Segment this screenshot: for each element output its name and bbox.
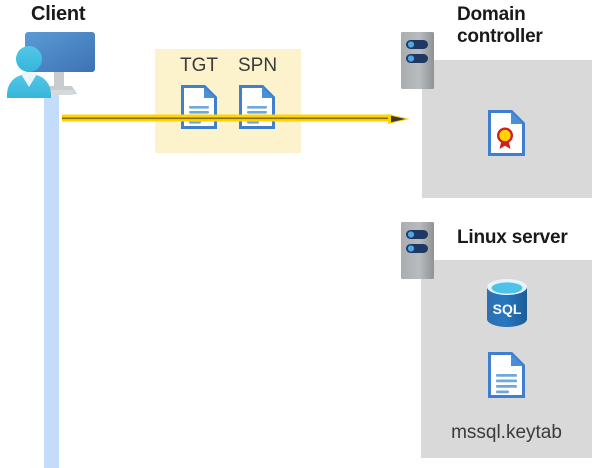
tgt-label: TGT: [180, 55, 218, 76]
linux-server-title: Linux server: [457, 227, 568, 248]
client-lifeline: [44, 92, 59, 468]
sql-database-icon: SQL: [484, 278, 530, 328]
request-arrow: [62, 111, 410, 124]
linux-server-rack-icon: [401, 222, 434, 279]
sql-icon-label: SQL: [493, 301, 522, 317]
domain-controller-title: Domain controller: [457, 4, 543, 48]
user-computer-icon: [2, 28, 98, 98]
spn-label: SPN: [238, 55, 278, 76]
client-title: Client: [31, 3, 86, 25]
keytab-filename-label: mssql.keytab: [451, 422, 562, 443]
keytab-document-icon: [488, 352, 525, 398]
domain-controller-server-rack-icon: [401, 32, 434, 89]
token-highlight-box: [155, 49, 301, 153]
certificate-document-icon: [488, 110, 525, 156]
